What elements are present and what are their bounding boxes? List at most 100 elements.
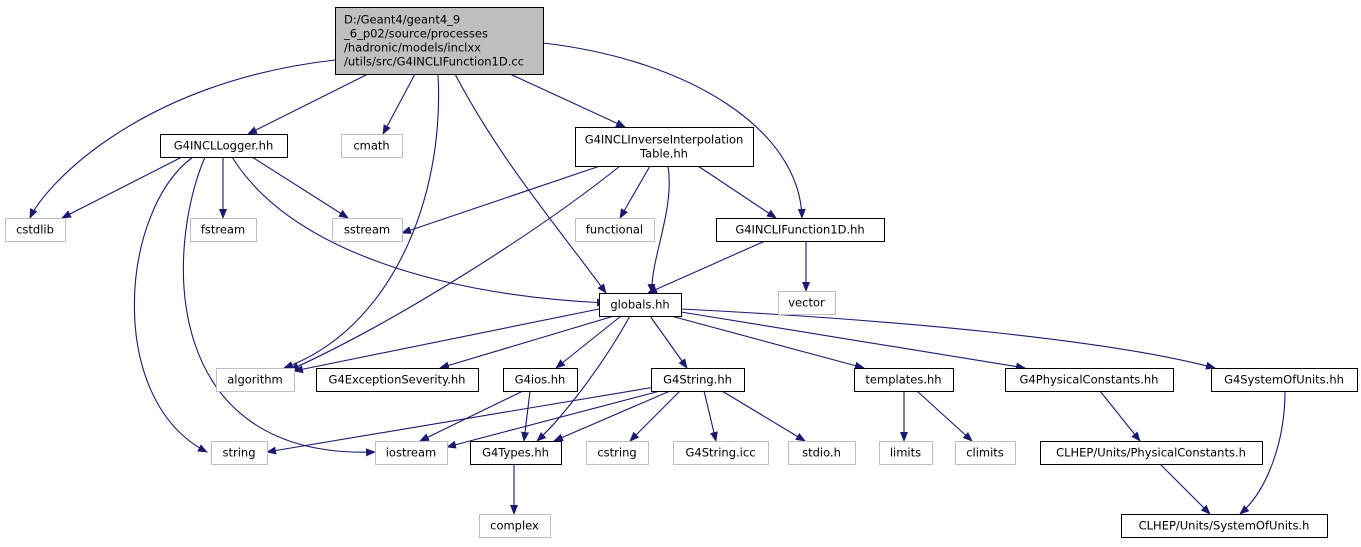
include-edge-logger-to-cstdlib [61, 156, 183, 219]
include-edge-g4string-to-string [266, 386, 656, 455]
node-box [341, 134, 403, 158]
node-label: CLHEP/Units/PhysicalConstants.h [1056, 446, 1246, 460]
node-label: G4SystemOfUnits.hh [1224, 373, 1344, 387]
include-edge-globals-to-templates [670, 315, 865, 370]
node-label: templates.hh [865, 373, 941, 387]
node-label: _6_p02/source/processes [343, 27, 488, 41]
node-box [5, 218, 66, 242]
node-label: algorithm [227, 373, 283, 387]
node-label: D:/Geant4/geant4_9 [344, 13, 460, 27]
node-box [1121, 514, 1328, 538]
include-edge-ifunction1d-to-globals [647, 240, 766, 294]
node-label: CLHEP/Units/SystemOfUnits.h [1139, 519, 1310, 533]
node-label: G4INCLIFunction1D.hh [735, 223, 864, 237]
node-layer: D:/Geant4/geant4_9_6_p02/source/processe… [5, 7, 1358, 538]
node-label: G4ios.hh [515, 373, 566, 387]
include-edge-invinterp-to-sstream [401, 165, 601, 234]
include-edge-invinterp-to-functional [619, 165, 651, 219]
node-box [160, 134, 288, 158]
include-edge-invinterp-to-ifunction1d [697, 165, 777, 219]
node-stdio: stdio.h [788, 441, 856, 465]
include-edge-physconst-to-clhepphys [1099, 390, 1141, 442]
node-box [503, 368, 578, 392]
node-cstring: cstring [586, 441, 649, 465]
node-label: fstream [201, 223, 245, 237]
node-cmath: cmath [341, 134, 403, 158]
include-edge-root-to-ifunction1d [542, 42, 806, 219]
node-physconst[interactable]: G4PhysicalConstants.hh [1005, 368, 1174, 392]
node-box [586, 441, 649, 465]
node-label: G4String.hh [663, 373, 732, 387]
include-edge-globals-to-algorithm [293, 308, 600, 374]
node-label: climits [966, 446, 1004, 460]
node-excsev[interactable]: G4ExceptionSeverity.hh [316, 368, 479, 392]
include-edge-g4string-to-g4types [553, 390, 671, 442]
include-edge-globals-to-g4ios [555, 315, 622, 369]
node-label: string [222, 446, 255, 460]
node-string: string [211, 441, 268, 465]
node-g4string[interactable]: G4String.hh [651, 368, 745, 392]
node-label: stdio.h [802, 446, 841, 460]
include-edge-g4string-to-cstring [629, 390, 681, 442]
include-edge-sysunits-to-clhepunits [1239, 390, 1286, 515]
node-box [854, 368, 954, 392]
include-edge-globals-to-sysunits [680, 308, 1216, 370]
include-edge-g4ios-to-g4types [521, 390, 531, 442]
node-box [575, 218, 655, 242]
include-edge-g4string-to-iostream [446, 390, 661, 449]
node-label: sstream [344, 223, 390, 237]
node-label: vector [788, 296, 825, 310]
node-box [1005, 368, 1174, 392]
include-edge-globals-to-physconst [680, 311, 1026, 371]
node-logger[interactable]: G4INCLLogger.hh [160, 134, 288, 158]
node-label: G4INCLInverseInterpolation [585, 133, 744, 147]
node-templates[interactable]: templates.hh [854, 368, 954, 392]
node-label: complex [490, 519, 539, 533]
node-globals[interactable]: globals.hh [599, 293, 682, 317]
node-box [1040, 441, 1263, 465]
node-iostream: iostream [375, 441, 448, 465]
node-box [316, 368, 479, 392]
node-box [479, 514, 551, 538]
include-edge-logger-to-iostream [182, 156, 376, 457]
node-box [955, 441, 1016, 465]
node-label: Table.hh [639, 147, 688, 161]
include-edge-invinterp-to-globals [647, 165, 670, 294]
node-root[interactable]: D:/Geant4/geant4_9_6_p02/source/processe… [335, 7, 544, 75]
node-box [575, 127, 754, 167]
include-edge-logger-to-sstream [251, 156, 349, 219]
node-label: G4ExceptionSeverity.hh [329, 373, 466, 387]
node-box [375, 441, 448, 465]
node-box [1211, 368, 1358, 392]
node-algorithm: algorithm [216, 368, 295, 392]
include-edge-root-to-globals [454, 73, 607, 294]
node-clhepphys[interactable]: CLHEP/Units/PhysicalConstants.h [1040, 441, 1263, 465]
node-label: iostream [386, 446, 437, 460]
node-fstream: fstream [190, 218, 257, 242]
node-label: G4PhysicalConstants.hh [1020, 373, 1159, 387]
node-label: G4String.icc [685, 446, 755, 460]
include-edge-root-to-cmath [382, 73, 416, 135]
include-edge-g4string-to-g4stringicc [703, 390, 718, 442]
node-clhepunits[interactable]: CLHEP/Units/SystemOfUnits.h [1121, 514, 1328, 538]
node-box [673, 441, 769, 465]
node-g4ios[interactable]: G4ios.hh [503, 368, 578, 392]
node-box [335, 7, 544, 75]
node-label: /hadronic/models/inclxx [344, 41, 481, 55]
include-edge-globals-to-g4types [536, 315, 631, 442]
include-edge-invinterp-to-algorithm [289, 165, 621, 371]
include-edge-root-to-cstdlib [29, 59, 336, 219]
node-ifunction1d[interactable]: G4INCLIFunction1D.hh [716, 218, 885, 242]
include-edge-g4string-to-stdio [721, 390, 806, 442]
edge-layer [29, 42, 1286, 515]
node-label: globals.hh [610, 298, 669, 312]
node-limits: limits [879, 441, 933, 465]
node-box [716, 218, 885, 242]
node-label: limits [890, 446, 921, 460]
node-label: G4INCLLogger.hh [174, 139, 273, 153]
node-g4types[interactable]: G4Types.hh [470, 441, 562, 465]
include-edge-clhepphys-to-clhepunits [1159, 463, 1211, 515]
node-box [211, 441, 268, 465]
node-sysunits[interactable]: G4SystemOfUnits.hh [1211, 368, 1358, 392]
